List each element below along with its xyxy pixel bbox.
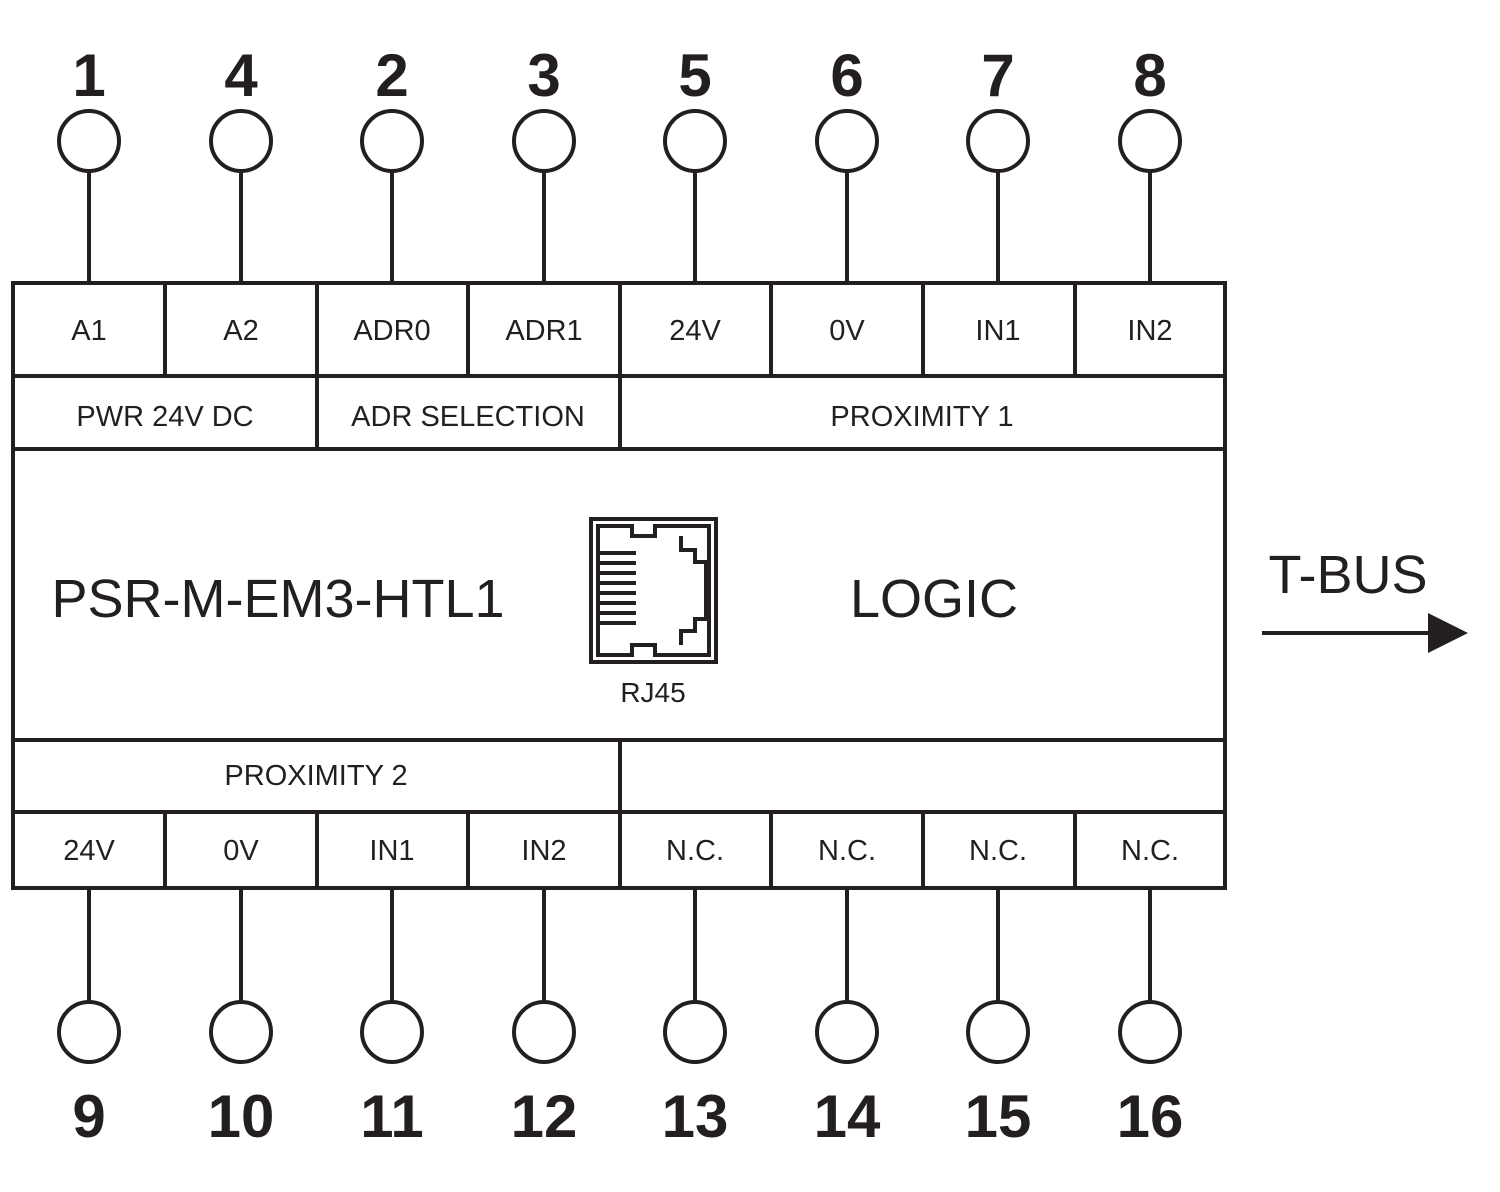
terminal-circle [1118, 109, 1182, 173]
terminal-circle [966, 1000, 1030, 1064]
terminal-circle [209, 109, 273, 173]
terminal-label: N.C. [666, 835, 724, 867]
terminal-label: IN2 [521, 835, 566, 867]
terminal-number: 15 [965, 1083, 1032, 1150]
terminal-label: IN2 [1127, 315, 1172, 347]
terminal-label: ADR1 [505, 315, 582, 347]
terminal-number: 3 [527, 42, 560, 109]
logic-label: LOGIC [850, 569, 1018, 629]
group-label-proximity-1: PROXIMITY 1 [830, 401, 1013, 433]
terminal-number: 7 [981, 42, 1014, 109]
t-bus: T-BUS [1262, 545, 1468, 653]
terminal-label: A1 [71, 315, 106, 347]
terminal-label: A2 [223, 315, 258, 347]
terminal-number: 11 [360, 1083, 423, 1150]
terminal-circle [966, 109, 1030, 173]
t-bus-label: T-BUS [1268, 545, 1427, 605]
terminal-number: 12 [511, 1083, 578, 1150]
terminal-number: 4 [224, 42, 258, 109]
terminal-label: 0V [829, 315, 865, 347]
terminal-circle [360, 109, 424, 173]
top-terminal-7: 7 [966, 42, 1030, 283]
bottom-terminal-9: 9 [57, 888, 121, 1150]
terminal-circle [815, 109, 879, 173]
terminal-circle [512, 109, 576, 173]
bottom-terminal-10: 10 [208, 888, 275, 1150]
terminal-label: 0V [223, 835, 259, 867]
terminal-circle [57, 1000, 121, 1064]
bottom-terminal-12: 12 [511, 888, 578, 1150]
terminal-label: ADR0 [353, 315, 430, 347]
top-terminal-8: 8 [1118, 42, 1182, 283]
terminal-number: 16 [1117, 1083, 1184, 1150]
bottom-terminal-15: 15 [965, 888, 1032, 1150]
terminal-number: 13 [662, 1083, 729, 1150]
terminal-circle [57, 109, 121, 173]
arrow-right-icon [1428, 613, 1468, 653]
terminal-number: 8 [1133, 42, 1166, 109]
bottom-terminal-14: 14 [814, 888, 881, 1150]
device-body: A1 A2 ADR0 ADR1 24V 0V IN1 IN2 PWR 24V D… [11, 281, 1227, 890]
bottom-terminal-11: 11 [360, 888, 424, 1150]
terminal-number: 14 [814, 1083, 881, 1150]
bottom-terminal-13: 13 [662, 888, 729, 1150]
terminal-number: 5 [678, 42, 711, 109]
terminal-number: 2 [375, 42, 408, 109]
terminal-number: 9 [72, 1083, 105, 1150]
top-terminal-4: 4 [209, 42, 273, 283]
terminal-number: 10 [208, 1083, 275, 1150]
group-label-power: PWR 24V DC [76, 401, 253, 433]
terminal-circle [663, 109, 727, 173]
top-terminal-1: 1 [57, 42, 121, 283]
terminal-circle [663, 1000, 727, 1064]
terminal-circle [1118, 1000, 1182, 1064]
terminal-circle [209, 1000, 273, 1064]
top-terminal-6: 6 [815, 42, 879, 283]
terminal-number: 6 [830, 42, 863, 109]
group-label-proximity-2: PROXIMITY 2 [224, 760, 407, 792]
group-label-address: ADR SELECTION [351, 401, 585, 433]
top-terminal-2: 2 [360, 42, 424, 283]
bottom-terminal-16: 16 [1117, 888, 1184, 1150]
terminal-label: N.C. [1121, 835, 1179, 867]
terminal-label: N.C. [818, 835, 876, 867]
terminal-circle [360, 1000, 424, 1064]
terminal-number: 1 [72, 42, 105, 109]
terminal-label: N.C. [969, 835, 1027, 867]
model-label: PSR-M-EM3-HTL1 [51, 569, 504, 629]
terminal-label: IN1 [369, 835, 414, 867]
top-terminal-3: 3 [512, 42, 576, 283]
terminal-circle [512, 1000, 576, 1064]
top-terminal-5: 5 [663, 42, 727, 283]
rj45-icon [589, 517, 718, 664]
terminal-label: 24V [63, 835, 115, 867]
terminal-label: 24V [669, 315, 721, 347]
rj45-label: RJ45 [620, 677, 685, 708]
terminal-label: IN1 [975, 315, 1020, 347]
terminal-circle [815, 1000, 879, 1064]
